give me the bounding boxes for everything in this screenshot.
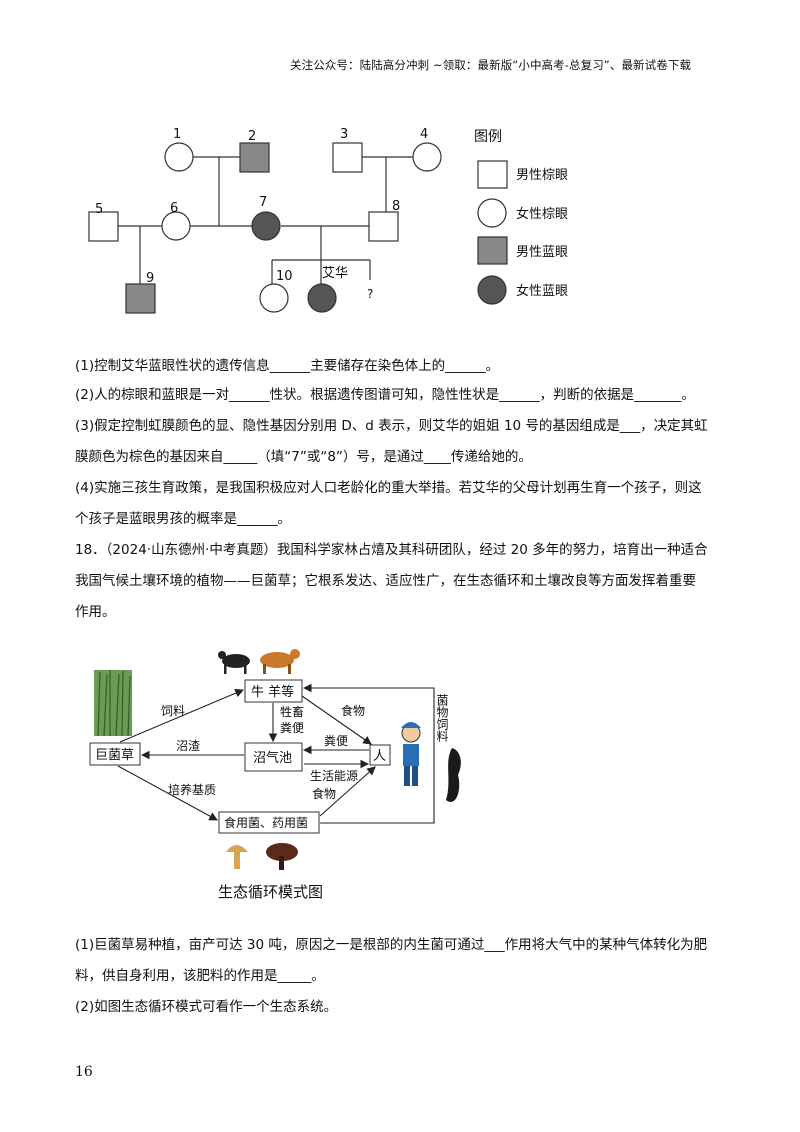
legend-female-blue-icon	[477, 275, 507, 305]
edge-junwu: 菌物饲料	[435, 694, 449, 742]
cow-image	[260, 649, 300, 674]
arrow-fungi-to-person	[319, 766, 376, 817]
pedigree-label-8: 8	[392, 199, 400, 214]
pedigree-label-6: 6	[170, 201, 178, 216]
legend-female-blue-label: 女性蓝眼	[516, 283, 568, 299]
edge-shiwu2: 食物	[312, 786, 336, 801]
pedigree-female-blue-aihua	[307, 283, 337, 313]
arrow-cattle-to-person	[301, 695, 372, 745]
pedigree-female-brown-6	[161, 211, 191, 241]
edge-fenbian2: 粪便	[324, 734, 348, 748]
person-image	[401, 722, 421, 786]
q18-part1-line1: (1)巨菌草易种植，亩产可达 30 吨，原因之一是根部的内生菌可通过___作用将…	[75, 937, 708, 953]
pedigree-label-2: 2	[248, 129, 256, 144]
eco-cycle-diagram: 牛 羊等 巨菌草 沼气池 人 食用菌、药用菌 饲料 沼渣 培养基质 牲畜 粪便 …	[89, 649, 461, 901]
pedigree-female-brown-1	[164, 142, 194, 172]
pedigree-label-3: 3	[340, 127, 348, 142]
biogas-box	[244, 742, 303, 772]
page-number: 16	[75, 1064, 93, 1080]
page-header: 关注公众号：陆陆高分冲刺 ~领取：最新版“小中高考-总复习”、最新试卷下载	[290, 58, 692, 72]
biogas-label: 沼气池	[253, 750, 292, 766]
pedigree-female-brown-4	[412, 142, 442, 172]
grass-image	[94, 670, 132, 737]
juncao-label: 巨菌草	[95, 748, 134, 763]
arrow-grass-to-fungi	[117, 765, 218, 821]
legend-female-brown-icon	[477, 198, 507, 228]
pedigree-male-blue-9	[125, 283, 156, 314]
legend-male-blue-icon	[477, 236, 508, 265]
q18-part2: (2)如图生态循环模式可看作一个生态系统。	[75, 999, 338, 1015]
edge-shiwu1: 食物	[341, 703, 365, 718]
edge-zhaozha: 沼渣	[176, 739, 200, 753]
fungi-box	[218, 811, 320, 834]
legend-male-blue-label: 男性蓝眼	[516, 245, 568, 260]
arrow-fungi-to-cattle	[302, 683, 435, 824]
cattle-box	[244, 679, 303, 703]
edge-fenbian: 粪便	[280, 721, 304, 735]
juncao-box	[89, 742, 141, 766]
edge-shenghuo: 生活能源	[310, 769, 358, 783]
edge-chuxu: 牲畜	[280, 704, 304, 719]
person-label: 人	[373, 749, 386, 764]
q17-part2: (2)人的棕眼和蓝眼是一对______性状。根据遗传图谱可知，隐性性状是____…	[75, 387, 695, 403]
diagram-title: 生态循环模式图	[218, 883, 323, 901]
legend-male-brown-icon	[477, 160, 508, 189]
goat-image	[218, 651, 250, 674]
pedigree-label-10: 10	[276, 269, 293, 284]
q17-part3-line2: 膜颜色为棕色的基因来自_____（填“7”或“8”）号，是通过____传递给她的…	[75, 449, 532, 465]
pedigree-male-blue-2	[239, 142, 270, 173]
q18-stem-line1: 18．（2024·山东德州·中考真题）我国科学家林占熺及其科研团队，经过 20 …	[75, 542, 708, 558]
dried-fungus-image	[446, 748, 461, 802]
pedigree-male-brown-8	[368, 211, 399, 242]
q17-part4-line2: 个孩子是蓝眼男孩的概率是______。	[75, 511, 291, 527]
legend-female-brown-label: 女性棕眼	[516, 206, 568, 222]
mushroom-image	[226, 845, 248, 869]
cattle-label: 牛 羊等	[251, 684, 294, 700]
pedigree-chart: 1 2 3 4 5 6 7 8 9 10 艾华 ? 图例 男性棕眼 女性棕眼 男…	[88, 127, 568, 314]
q17-part3-line1: (3)假定控制虹膜颜色的显、隐性基因分别用 D、d 表示，则艾华的姐姐 10 号…	[75, 418, 708, 434]
pedigree-male-brown-5	[88, 211, 119, 242]
q18-part1-line2: 料，供自身利用，该肥料的作用是_____。	[75, 968, 325, 984]
q17-part1: (1)控制艾华蓝眼性状的遗传信息______主要储存在染色体上的______。	[75, 358, 500, 374]
pedigree-label-5: 5	[95, 202, 103, 217]
q17-part4-line1: (4)实施三孩生育政策，是我国积极应对人口老龄化的重大举措。若艾华的父母计划再生…	[75, 480, 702, 496]
arrow-grass-to-cattle	[119, 688, 245, 743]
pedigree-label-unknown: ?	[367, 287, 373, 301]
pedigree-label-4: 4	[420, 127, 428, 142]
pedigree-label-aihua: 艾华	[322, 266, 348, 281]
legend-title: 图例	[474, 129, 502, 145]
edge-peiyang: 培养基质	[168, 782, 216, 797]
pedigree-female-blue-7	[251, 211, 281, 241]
pedigree-female-brown-10	[259, 283, 289, 313]
fungi-label: 食用菌、药用菌	[224, 815, 308, 830]
pedigree-label-7: 7	[259, 195, 267, 210]
pedigree-label-1: 1	[173, 127, 181, 142]
legend-male-brown-label: 男性棕眼	[516, 168, 568, 183]
pedigree-label-9: 9	[146, 271, 154, 286]
q18-stem-line2: 我国气候土壤环境的植物——巨菌草；它根系发达、适应性广，在生态循环和土壤改良等方…	[75, 573, 696, 589]
pedigree-male-brown-3	[332, 142, 363, 173]
lingzhi-image	[266, 843, 298, 870]
person-box	[369, 744, 391, 766]
edge-siliao: 饲料	[161, 704, 185, 718]
q18-stem-line3: 作用。	[75, 604, 116, 620]
